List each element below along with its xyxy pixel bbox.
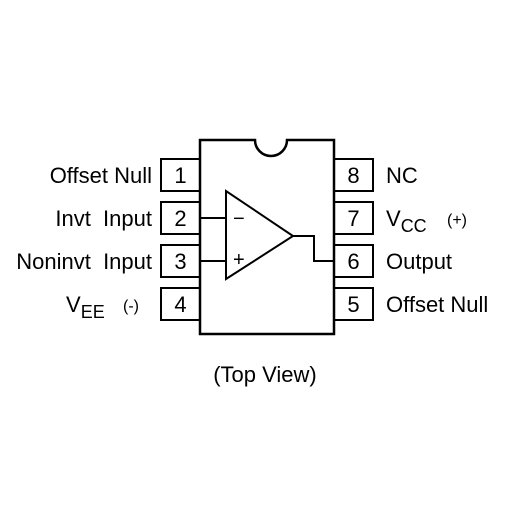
pin-box-1 <box>160 158 201 192</box>
pin-number-2: 2 <box>174 206 186 231</box>
pin-label-6: Output <box>386 249 452 274</box>
opamp-triangle <box>225 189 295 281</box>
pin-label-4-main: V <box>66 292 81 317</box>
pin-label-5: Offset Null <box>386 292 488 317</box>
pin-label-2: Invt Input <box>55 206 152 231</box>
pin-box-4 <box>160 287 201 321</box>
pin-label-7-suffix: (+) <box>447 212 467 229</box>
pin-number-4: 4 <box>174 292 186 317</box>
pin-box-8 <box>333 158 374 192</box>
wire-output-pin6 <box>293 235 334 262</box>
pin-label-7-main: V <box>386 206 401 231</box>
pin-number-1: 1 <box>174 163 186 188</box>
opamp-plus-sign: + <box>233 249 245 271</box>
pin-label-4-sub: EE <box>81 302 105 322</box>
pin-label-1: Offset Null <box>50 163 152 188</box>
pin-label-8: NC <box>386 163 418 188</box>
pin-label-7: VCC <box>386 206 427 236</box>
pin-box-5 <box>333 287 374 321</box>
pin-label-3: Noninvt Input <box>16 249 152 274</box>
pin-label-4-suffix: (-) <box>123 298 139 315</box>
pin-box-7 <box>333 201 374 235</box>
pin-number-5: 5 <box>347 292 359 317</box>
opamp-minus-sign: − <box>233 208 245 230</box>
ic-body <box>198 138 336 336</box>
pin-number-3: 3 <box>174 249 186 274</box>
pin-label-4: VEE <box>66 292 105 322</box>
pin-number-7: 7 <box>347 206 359 231</box>
pin-number-8: 8 <box>347 163 359 188</box>
pin-number-6: 6 <box>347 249 359 274</box>
pin-label-7-sub: CC <box>401 216 427 236</box>
caption: (Top View) <box>213 362 317 387</box>
